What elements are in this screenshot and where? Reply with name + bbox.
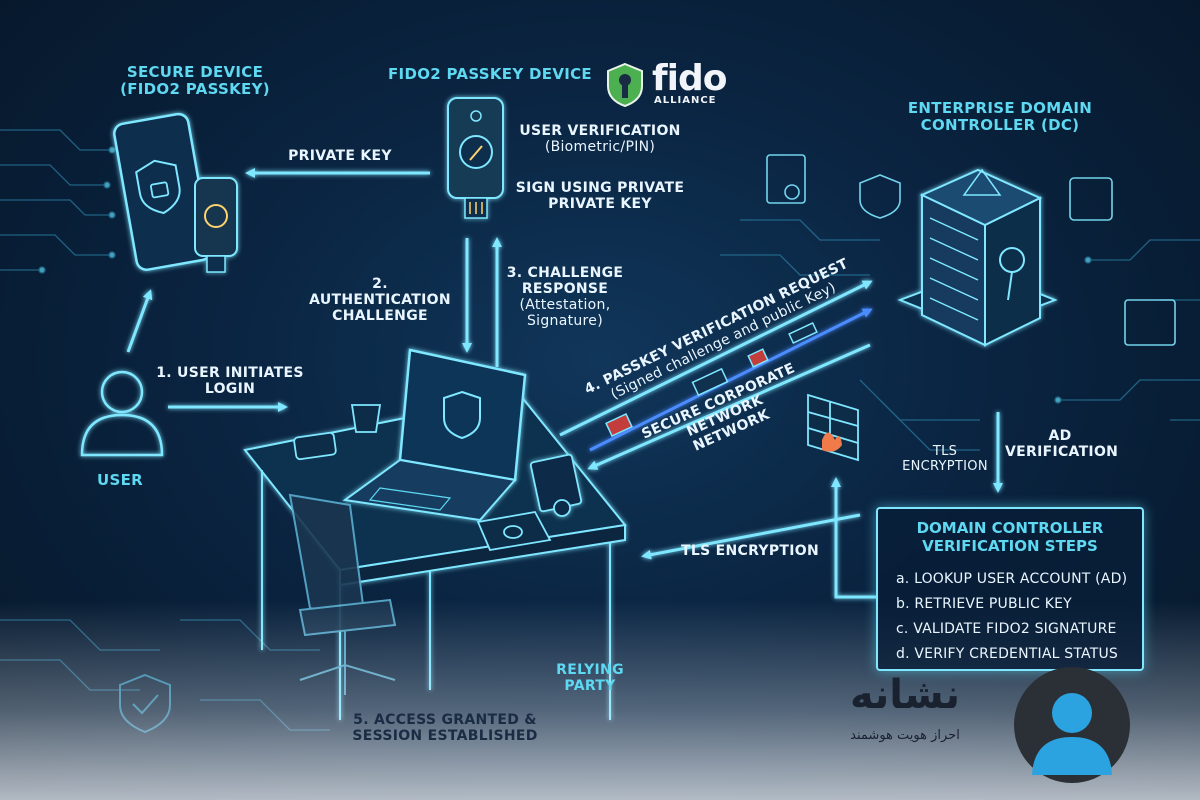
access-granted-line1: 5. ACCESS GRANTED &: [353, 712, 537, 728]
certificate: [529, 453, 583, 517]
dc-verification-panel: DOMAIN CONTROLLER VERIFICATION STEPS a. …: [876, 507, 1144, 671]
access-granted-line2: SESSION ESTABLISHED: [352, 728, 538, 745]
dc-step-item: d. VERIFY CREDENTIAL STATUS: [896, 646, 1119, 662]
user-verification-title: USER VERIFICATION: [519, 123, 681, 139]
access-granted-label: 5. ACCESS GRANTED & SESSION ESTABLISHED: [340, 712, 550, 744]
dc-panel-title-line2: VERIFICATION STEPS: [922, 537, 1098, 555]
challenge-response-line1: 3. CHALLENGE: [506, 265, 624, 281]
auth-challenge-line1: 2. AUTHENTICATION: [309, 276, 451, 309]
fido-wordmark: fido: [652, 58, 728, 99]
user-figure: [80, 370, 164, 457]
fido-shield-icon: [607, 62, 643, 108]
brand-tagline: احراز هویت هوشمند: [850, 728, 960, 743]
fido2-device-label: FIDO2 PASSKEY DEVICE: [388, 65, 592, 83]
user-initiates-line2: LOGIN: [204, 381, 256, 398]
sign-private-label: SIGN USING PRIVATE PRIVATE KEY: [510, 180, 690, 212]
desk-items: [293, 404, 552, 552]
tls-right-line2: ENCRYPTION: [902, 458, 988, 474]
challenge-response-line2: RESPONSE: [521, 281, 609, 298]
auth-challenge-label: 2. AUTHENTICATION CHALLENGE: [300, 276, 460, 324]
dc-step-item: c. VALIDATE FIDO2 SIGNATURE: [896, 621, 1117, 637]
brand-logo-text: نشانه احراز هویت هوشمند: [810, 672, 1000, 752]
challenge-response-label: 3. CHALLENGE RESPONSE (Attestation, Sign…: [505, 265, 625, 329]
enterprise-dc-line1: ENTERPRISE DOMAIN: [907, 99, 1093, 117]
biometric-pin-label: (Biometric/PIN): [544, 139, 656, 156]
dc-steps-list: a. LOOKUP USER ACCOUNT (AD) b. RETRIEVE …: [896, 567, 1127, 667]
fido2-key-device: [447, 97, 504, 219]
secure-device-label: SECURE DEVICE (FIDO2 PASSKEY): [90, 63, 300, 99]
ad-verification-line1: AD: [1048, 428, 1072, 444]
dc-panel-title-line1: DOMAIN CONTROLLER: [916, 519, 1104, 537]
tls-encryption-right-label: TLS ENCRYPTION: [890, 444, 1000, 475]
private-key-label: PRIVATE KEY: [288, 148, 392, 164]
auth-challenge-line2: CHALLENGE: [332, 308, 428, 325]
user-verification-label: USER VERIFICATION (Biometric/PIN): [510, 123, 690, 155]
user-initiates-line1: 1. USER INITIATES: [156, 365, 304, 381]
phone-device: [113, 112, 238, 273]
dc-step-item: b. RETRIEVE PUBLIC KEY: [896, 596, 1072, 612]
ad-verification-line2: VERIFICATION: [1005, 444, 1119, 461]
brand-name: نشانه: [849, 672, 961, 718]
secure-device-line1: SECURE DEVICE: [126, 63, 264, 81]
ad-verification-label: AD VERIFICATION: [1005, 428, 1119, 461]
dc-side-icons: [766, 154, 1176, 346]
laptop: [342, 348, 527, 522]
dc-panel-title: DOMAIN CONTROLLER VERIFICATION STEPS: [878, 519, 1142, 555]
tls-right-line1: TLS: [932, 444, 958, 459]
dc-server: [897, 168, 1058, 347]
relying-party-label: RELYING PARTY: [540, 662, 640, 694]
network-packets: [605, 321, 818, 437]
user-label: USER: [97, 471, 143, 489]
fido-alliance-text: ALLIANCE: [654, 95, 717, 106]
firewall: [807, 393, 859, 462]
relying-party-line2: PARTY: [564, 678, 616, 695]
enterprise-dc-label: ENTERPRISE DOMAIN CONTROLLER (DC): [880, 99, 1120, 135]
attestation-line2: Signature): [526, 313, 603, 330]
attestation-line1: (Attestation,: [519, 297, 611, 314]
sign-private-line1: SIGN USING PRIVATE: [515, 180, 685, 196]
user-initiates-label: 1. USER INITIATES LOGIN: [150, 365, 310, 397]
sign-private-line2: PRIVATE KEY: [548, 196, 652, 213]
tls-encryption-bottom-label: TLS ENCRYPTION: [681, 543, 819, 559]
fido-alliance-logo: fido ALLIANCE: [604, 58, 734, 110]
flow-arrows: [126, 168, 1003, 599]
brand-avatar-icon: [1014, 667, 1130, 783]
enterprise-dc-line2: CONTROLLER (DC): [920, 116, 1080, 135]
network-beam: [589, 308, 873, 452]
relying-party-line1: RELYING: [556, 662, 624, 678]
secure-device-line2: (FIDO2 PASSKEY): [120, 80, 270, 99]
dc-step-item: a. LOOKUP USER ACCOUNT (AD): [896, 571, 1128, 587]
